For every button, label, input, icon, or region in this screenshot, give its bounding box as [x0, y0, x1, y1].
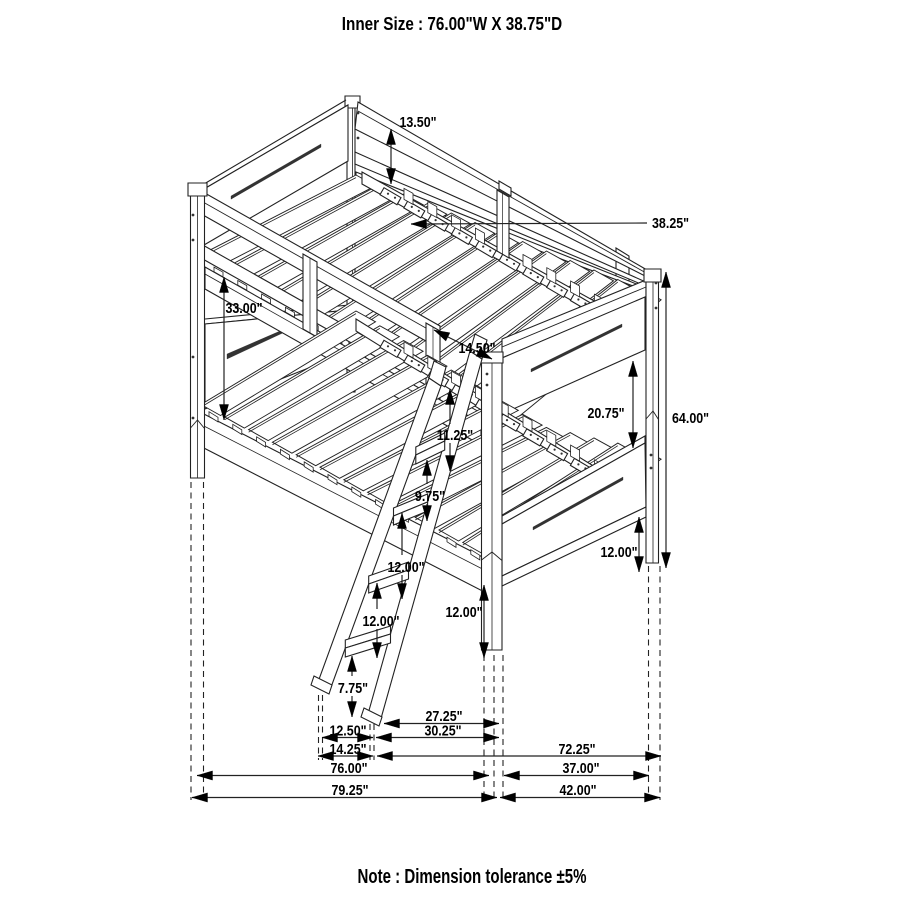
svg-text:79.25": 79.25" [331, 783, 368, 799]
svg-text:12.00": 12.00" [600, 545, 637, 561]
svg-text:14.50": 14.50" [458, 341, 495, 357]
svg-text:37.00": 37.00" [562, 761, 599, 777]
svg-text:9.75": 9.75" [415, 489, 445, 505]
svg-text:76.00": 76.00" [330, 761, 367, 777]
svg-text:14.25": 14.25" [329, 742, 366, 758]
svg-text:38.25": 38.25" [652, 216, 689, 232]
svg-text:12.00": 12.00" [362, 614, 399, 630]
svg-text:7.75": 7.75" [338, 681, 368, 697]
svg-text:Inner Size : 76.00"W X 38.75"D: Inner Size : 76.00"W X 38.75"D [342, 14, 562, 34]
svg-text:20.75": 20.75" [587, 406, 624, 422]
svg-text:12.50": 12.50" [329, 724, 366, 740]
svg-text:12.00": 12.00" [387, 560, 424, 576]
svg-text:13.50": 13.50" [399, 115, 436, 131]
svg-text:12.00": 12.00" [445, 605, 482, 621]
svg-text:64.00": 64.00" [672, 411, 709, 427]
svg-text:11.25": 11.25" [437, 428, 473, 444]
svg-text:30.25": 30.25" [424, 724, 461, 740]
svg-text:72.25": 72.25" [558, 742, 595, 758]
svg-text:Note : Dimension tolerance ±5%: Note : Dimension tolerance ±5% [358, 866, 587, 888]
svg-text:33.00": 33.00" [225, 301, 262, 317]
svg-text:42.00": 42.00" [559, 783, 596, 799]
svg-text:27.25": 27.25" [425, 709, 462, 725]
